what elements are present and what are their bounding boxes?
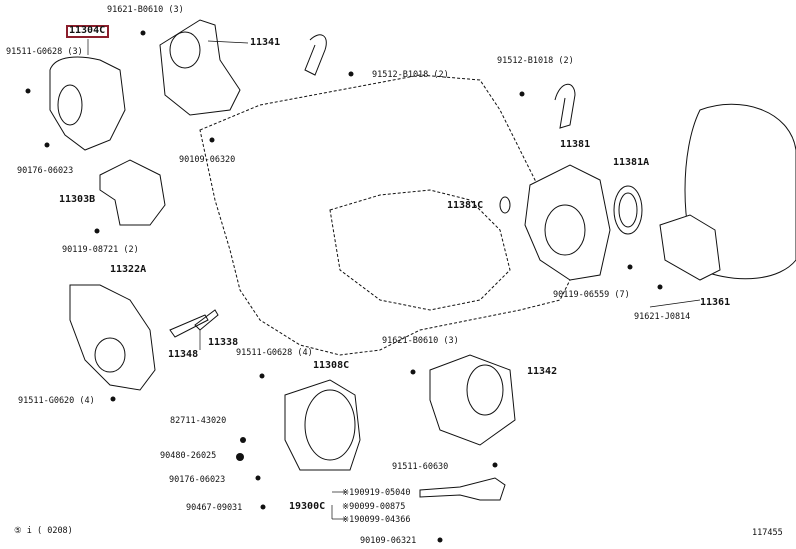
engine-block-outline	[199, 74, 576, 356]
part-11308C	[284, 379, 361, 471]
label-l5[interactable]: 90109-06320	[179, 155, 236, 165]
part-11348	[169, 314, 209, 338]
label-l17[interactable]: 91621-J0814	[634, 312, 691, 322]
part-11342	[429, 354, 516, 446]
part-11322A	[69, 284, 156, 391]
part-hook-right	[554, 83, 576, 129]
label-l16[interactable]: 11361	[700, 297, 731, 308]
part-11381C	[499, 196, 511, 214]
transmission-outline	[684, 103, 796, 280]
label-l18[interactable]: 11338	[208, 337, 239, 348]
label-l6[interactable]: 90176-06023	[17, 166, 74, 176]
label-l26[interactable]: 90480-26025	[160, 451, 217, 461]
label-l31[interactable]: 19300C	[289, 501, 326, 512]
label-l8[interactable]: 91512-B1018 (2)	[497, 56, 574, 66]
label-l25[interactable]: 82711-43020	[170, 416, 227, 426]
label-l15[interactable]: 90119-06559 (7)	[553, 290, 630, 300]
fasteners	[25, 30, 663, 543]
part-11338	[194, 309, 219, 331]
label-l14[interactable]: 11322A	[110, 264, 147, 275]
label-l27[interactable]: 91511-60630	[392, 462, 449, 472]
figure-number: 117455	[752, 528, 783, 538]
label-l32[interactable]: ※90099-00875	[342, 502, 406, 512]
label-l4[interactable]: 91511-G0628 (3)	[6, 47, 83, 57]
part-11304C-hole	[57, 84, 83, 126]
label-l28[interactable]: 90176-06023	[169, 475, 226, 485]
label-l34[interactable]: 90109-06321	[360, 536, 417, 546]
label-l12[interactable]: 11381A	[613, 157, 650, 168]
part-11303B	[99, 159, 166, 226]
part-hook-left	[304, 34, 327, 76]
leader-lines	[87, 39, 701, 520]
label-l20[interactable]: 91511-G0628 (4)	[236, 348, 313, 358]
label-l3[interactable]: 11341	[250, 37, 281, 48]
label-l9[interactable]: 11303B	[59, 194, 96, 205]
label-l19[interactable]: 11348	[168, 349, 199, 360]
label-l7[interactable]: 91512-B1018 (2)	[372, 70, 449, 80]
footer-code: ⑤ i ( 0208)	[14, 526, 73, 536]
part-11381A	[613, 185, 643, 235]
part-11381	[524, 164, 611, 281]
part-11304C	[49, 56, 126, 151]
part-11361	[659, 214, 721, 281]
label-l23[interactable]: 11342	[527, 366, 558, 377]
label-l33[interactable]: ※190099-04366	[342, 515, 411, 525]
highlight-box	[66, 25, 109, 38]
label-l30[interactable]: 90467-09031	[186, 503, 243, 513]
label-l24[interactable]: 91511-G0620 (4)	[18, 396, 95, 406]
label-l29[interactable]: ※190919-05040	[342, 488, 411, 498]
part-19300C	[419, 477, 506, 501]
label-l13[interactable]: 11381C	[447, 200, 484, 211]
part-11341	[159, 19, 241, 116]
label-l10[interactable]: 90119-08721 (2)	[62, 245, 139, 255]
label-l2[interactable]: 91621-B0610 (3)	[107, 5, 184, 15]
label-l11[interactable]: 11381	[560, 139, 591, 150]
engine-inner-outline	[329, 189, 511, 311]
label-l1[interactable]: 11304C	[69, 25, 106, 36]
label-l21[interactable]: 91621-B0610 (3)	[382, 336, 459, 346]
label-l22[interactable]: 11308C	[313, 360, 350, 371]
